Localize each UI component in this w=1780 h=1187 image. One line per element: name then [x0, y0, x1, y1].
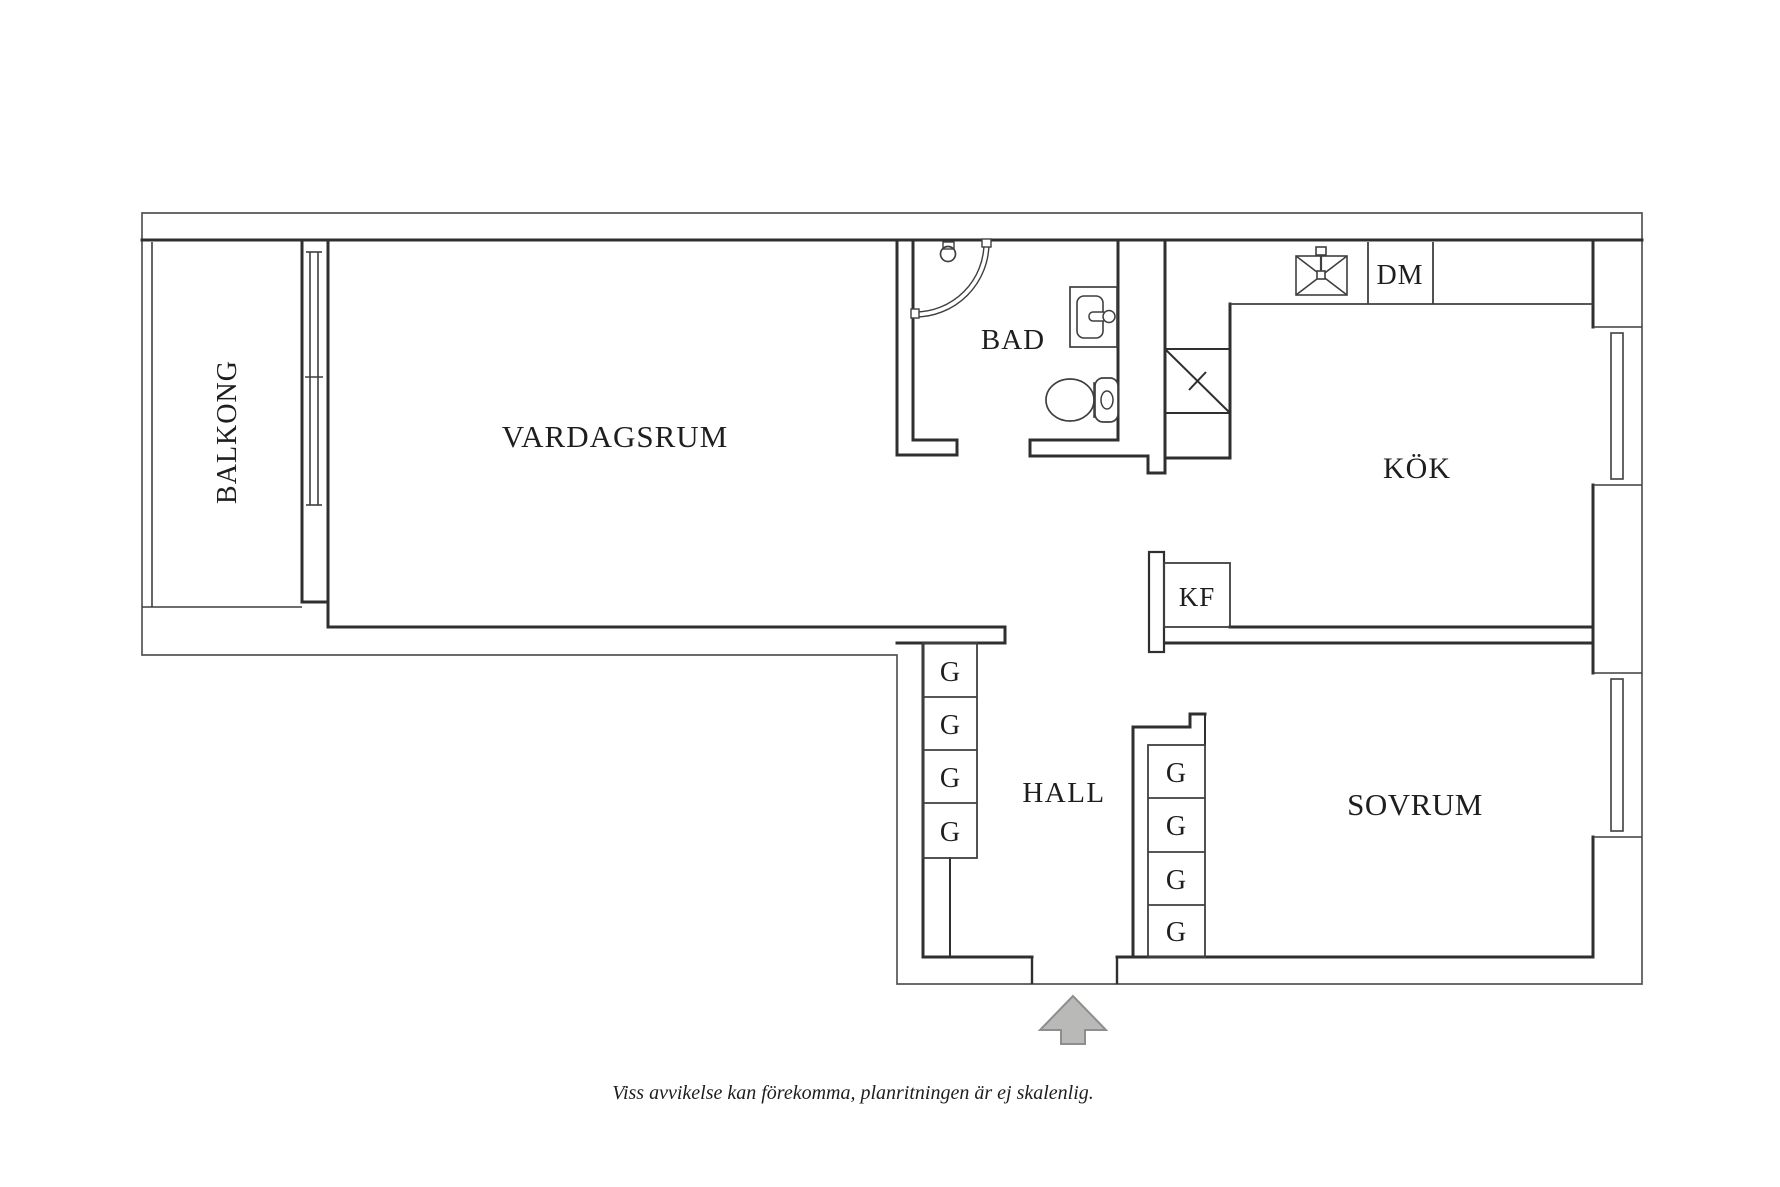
wardrobe-label: G [940, 763, 960, 794]
door-swing-icon [1164, 348, 1231, 414]
room-label-hall: HALL [1022, 777, 1105, 809]
balcony-outline [142, 242, 302, 608]
entrance-arrow-icon [1037, 994, 1109, 1045]
shower-icon [910, 238, 992, 319]
walls [140, 238, 1644, 985]
kitchen-counter [1230, 242, 1593, 305]
sovrum-wardrobe-column [1147, 744, 1206, 958]
wardrobe-label: G [1166, 758, 1186, 789]
wardrobe-label: G [940, 817, 960, 848]
kf-fridge-box [1163, 562, 1231, 628]
balcony-window-icon [305, 251, 323, 506]
room-label-kok: KÖK [1383, 452, 1451, 485]
bedroom-window-icon [1593, 672, 1642, 838]
hall-wardrobe-column [922, 642, 978, 859]
appliance-label-dm: DM [1376, 260, 1423, 291]
wardrobe-label: G [940, 657, 960, 688]
kitchen-sink-icon [1295, 246, 1348, 296]
wardrobe-label: G [1166, 865, 1186, 896]
wardrobe-label: G [1166, 811, 1186, 842]
room-label-bad: BAD [981, 324, 1045, 356]
room-label-sovrum: SOVRUM [1347, 787, 1483, 822]
kitchen-window-icon [1593, 326, 1642, 486]
outer-contour [141, 212, 1643, 985]
appliance-label-kf: KF [1179, 582, 1216, 612]
toilet-icon [1045, 377, 1119, 423]
room-label-vardagsrum: VARDAGSRUM [502, 419, 729, 454]
wardrobe-label: G [1166, 917, 1186, 948]
washbasin-icon [1069, 286, 1118, 348]
disclaimer-text: Viss avvikelse kan förekomma, planritnin… [612, 1082, 1094, 1104]
wardrobe-label: G [940, 710, 960, 741]
room-label-balkong: BALKONG [212, 360, 243, 504]
